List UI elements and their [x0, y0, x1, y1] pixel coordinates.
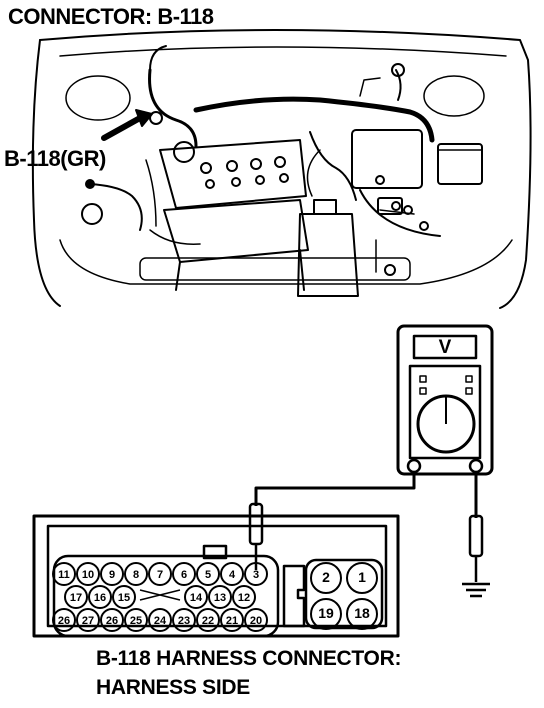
- pin-number: 14: [190, 592, 203, 604]
- pin-socket: [244, 562, 268, 586]
- pin-number: 1: [358, 569, 366, 585]
- pin-socket: [52, 608, 76, 632]
- pin-socket: [148, 608, 172, 632]
- connector-pins: 11 10 9 8 7 6 5 4 3 17 16 15 14 13 12 26 27 26 25 24 23 22 21 2…: [52, 562, 268, 632]
- pin-number: 9: [109, 569, 115, 581]
- pin-number: 27: [82, 615, 94, 627]
- caption-line-2: HARNESS SIDE: [96, 676, 250, 699]
- connector-pins-large: 2 1 19 18: [310, 562, 378, 630]
- pin-number: 25: [130, 615, 142, 627]
- pin-number: 11: [58, 569, 70, 581]
- pin-socket: [346, 562, 378, 594]
- pin-socket: [346, 598, 378, 630]
- pin-socket: [100, 608, 124, 632]
- harness-connector-body: [32, 514, 400, 638]
- pin-number: 12: [238, 592, 250, 604]
- pin-number: 21: [226, 615, 238, 627]
- pin-number: 16: [94, 592, 106, 604]
- test-leads: [248, 472, 490, 598]
- pin-socket: [64, 585, 88, 609]
- pin-number: 26: [106, 615, 118, 627]
- pin-socket: [124, 562, 148, 586]
- pin-number: 10: [82, 569, 94, 581]
- pin-number: 26: [58, 615, 70, 627]
- pin-number: 7: [157, 569, 163, 581]
- pin-socket: [244, 608, 268, 632]
- pin-number: 20: [250, 615, 262, 627]
- pin-number: 24: [154, 615, 167, 627]
- pin-socket: [196, 562, 220, 586]
- engine-bay-illustration: [31, 29, 532, 309]
- pin-socket: [148, 562, 172, 586]
- pin-socket: [208, 585, 232, 609]
- pin-number: 18: [354, 605, 370, 621]
- pin-number: 22: [202, 615, 214, 627]
- voltmeter: [396, 324, 494, 476]
- pin-socket: [112, 585, 136, 609]
- pin-socket: [172, 608, 196, 632]
- pin-number: 5: [205, 569, 211, 581]
- meter-symbol: V: [439, 337, 452, 358]
- pin-number: 3: [253, 569, 259, 581]
- pin-socket: [220, 562, 244, 586]
- pin-number: 23: [178, 615, 190, 627]
- connector-location-label: B-118(GR): [4, 146, 106, 171]
- diagram-title: CONNECTOR: B-118: [8, 4, 214, 29]
- pin-socket: [100, 562, 124, 586]
- pin-socket: [124, 608, 148, 632]
- pin-socket: [184, 585, 208, 609]
- caption-line-1: B-118 HARNESS CONNECTOR:: [96, 647, 402, 670]
- pin-socket: [232, 585, 256, 609]
- pin-number: 13: [214, 592, 226, 604]
- pin-number: 19: [318, 605, 334, 621]
- pin-number: 17: [70, 592, 82, 604]
- pin-socket: [310, 598, 342, 630]
- pin-socket: [310, 562, 342, 594]
- pin-number: 15: [118, 592, 130, 604]
- pin-socket: [76, 562, 100, 586]
- pin-number: 4: [229, 569, 236, 581]
- pin-number: 8: [133, 569, 139, 581]
- pin-number: 2: [322, 569, 330, 585]
- pin-number: 6: [181, 569, 187, 581]
- pin-socket: [76, 608, 100, 632]
- pin-socket: [52, 562, 76, 586]
- connector-caption: B-118 HARNESS CONNECTOR: HARNESS SIDE: [96, 644, 401, 702]
- pin-socket: [196, 608, 220, 632]
- pin-socket: [88, 585, 112, 609]
- pin-socket: [220, 608, 244, 632]
- pin-socket: [172, 562, 196, 586]
